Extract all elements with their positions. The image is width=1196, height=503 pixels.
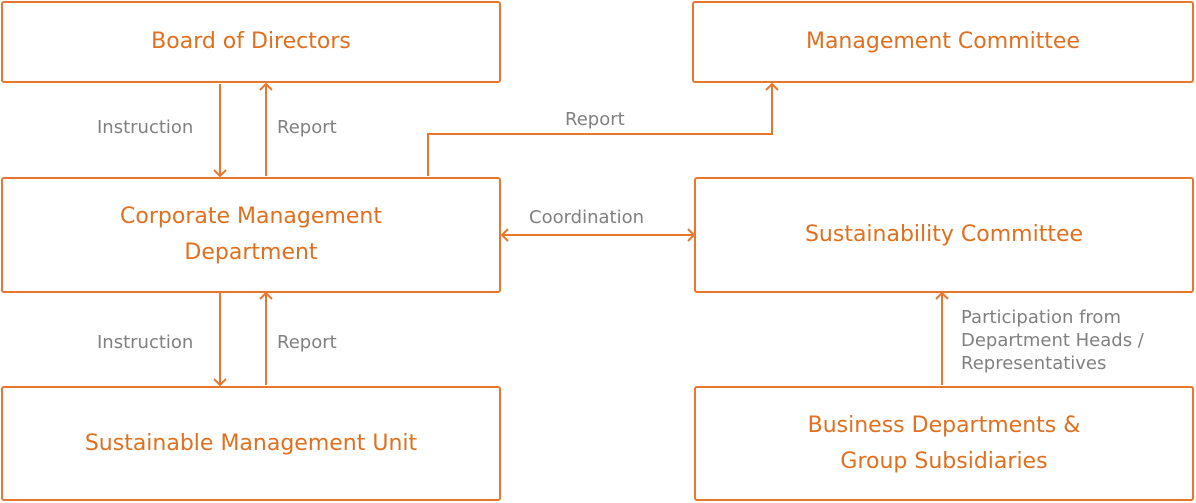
corporate-management-box: Corporate Management Department — [1, 177, 501, 293]
report-label-bottom: Report — [277, 332, 337, 353]
report-label-mgmt: Report — [565, 109, 625, 130]
participation-line1: Participation from — [961, 307, 1121, 328]
business-departments-line2: Group Subsidiaries — [840, 448, 1048, 474]
corporate-management-line2: Department — [184, 240, 318, 265]
corporate-management-text: Corporate Management Department — [120, 199, 382, 271]
participation-line2: Department Heads / — [961, 330, 1144, 351]
report-arrow-mgmt — [427, 82, 779, 176]
management-committee-box: Management Committee — [692, 1, 1194, 83]
sustainability-committee-label: Sustainability Committee — [804, 222, 1084, 247]
business-departments-text: Business Departments & Group Subsidiarie… — [808, 408, 1081, 480]
sustainability-committee-box: Sustainability Committee — [694, 177, 1194, 293]
instruction-label-bottom: Instruction — [97, 332, 194, 353]
corporate-management-line1: Corporate Management — [120, 204, 382, 229]
board-of-directors-label: Board of Directors — [151, 29, 351, 54]
coordination-label: Coordination — [529, 207, 645, 228]
participation-line3: Representatives — [961, 353, 1107, 374]
business-departments-line1: Business Departments & — [807, 412, 1081, 438]
management-committee-label: Management Committee — [805, 29, 1081, 54]
instruction-label-top: Instruction — [97, 117, 194, 138]
business-departments-box: Business Departments & Group Subsidiarie… — [694, 386, 1194, 501]
sustainable-management-unit-label: Sustainable Management Unit — [84, 430, 418, 456]
report-label-top: Report — [277, 117, 337, 138]
participation-label: Participation from Department Heads / Re… — [961, 306, 1144, 375]
sustainable-management-unit-box: Sustainable Management Unit — [1, 386, 501, 501]
board-of-directors-box: Board of Directors — [1, 1, 501, 83]
